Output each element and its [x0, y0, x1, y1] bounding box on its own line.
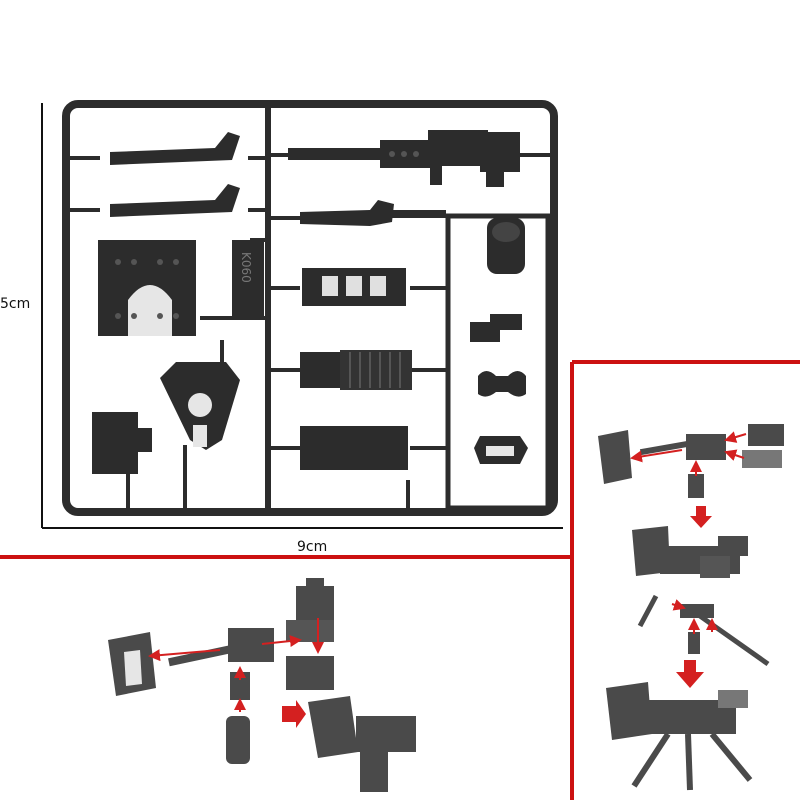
- assembly-step-right: [598, 424, 784, 791]
- right-arrow-icon: [282, 700, 306, 728]
- part-code: K060: [239, 252, 253, 283]
- width-dimension-label: 9cm: [297, 539, 328, 555]
- parts-sprue: K060: [62, 100, 558, 516]
- dimension-lines: [41, 103, 563, 529]
- down-arrow-icon: [690, 506, 712, 528]
- height-dimension-label: 5cm: [0, 296, 31, 312]
- assembly-step-bottom: [108, 578, 416, 792]
- section-dividers: [0, 360, 800, 800]
- down-arrow-icon-2: [676, 660, 704, 688]
